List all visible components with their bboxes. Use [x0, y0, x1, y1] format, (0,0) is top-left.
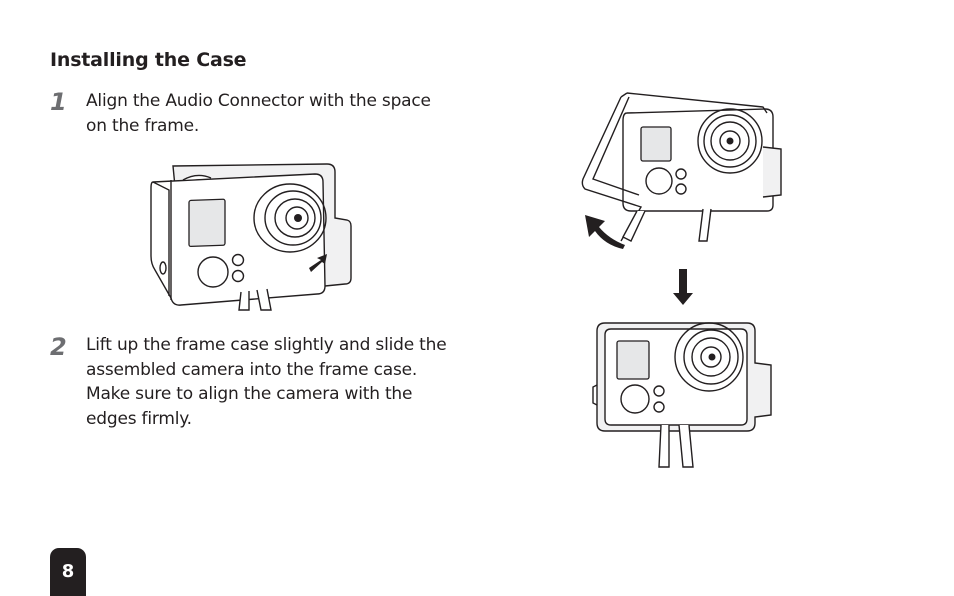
camera-illustration	[150, 163, 352, 311]
section-title: Installing the Case	[50, 49, 247, 71]
page-number-tab: 8	[50, 548, 86, 596]
curved-arrow-icon	[585, 215, 625, 249]
step-2-number: 2	[50, 333, 67, 361]
step-1-text: Align the Audio Connector with the space…	[86, 91, 431, 136]
down-arrow-icon	[673, 269, 693, 305]
step-2-text: Lift up the frame case slightly and slid…	[86, 335, 447, 429]
step-1-number: 1	[50, 88, 67, 116]
right-arrow-icon	[309, 254, 327, 272]
frame-illustration	[581, 92, 782, 468]
